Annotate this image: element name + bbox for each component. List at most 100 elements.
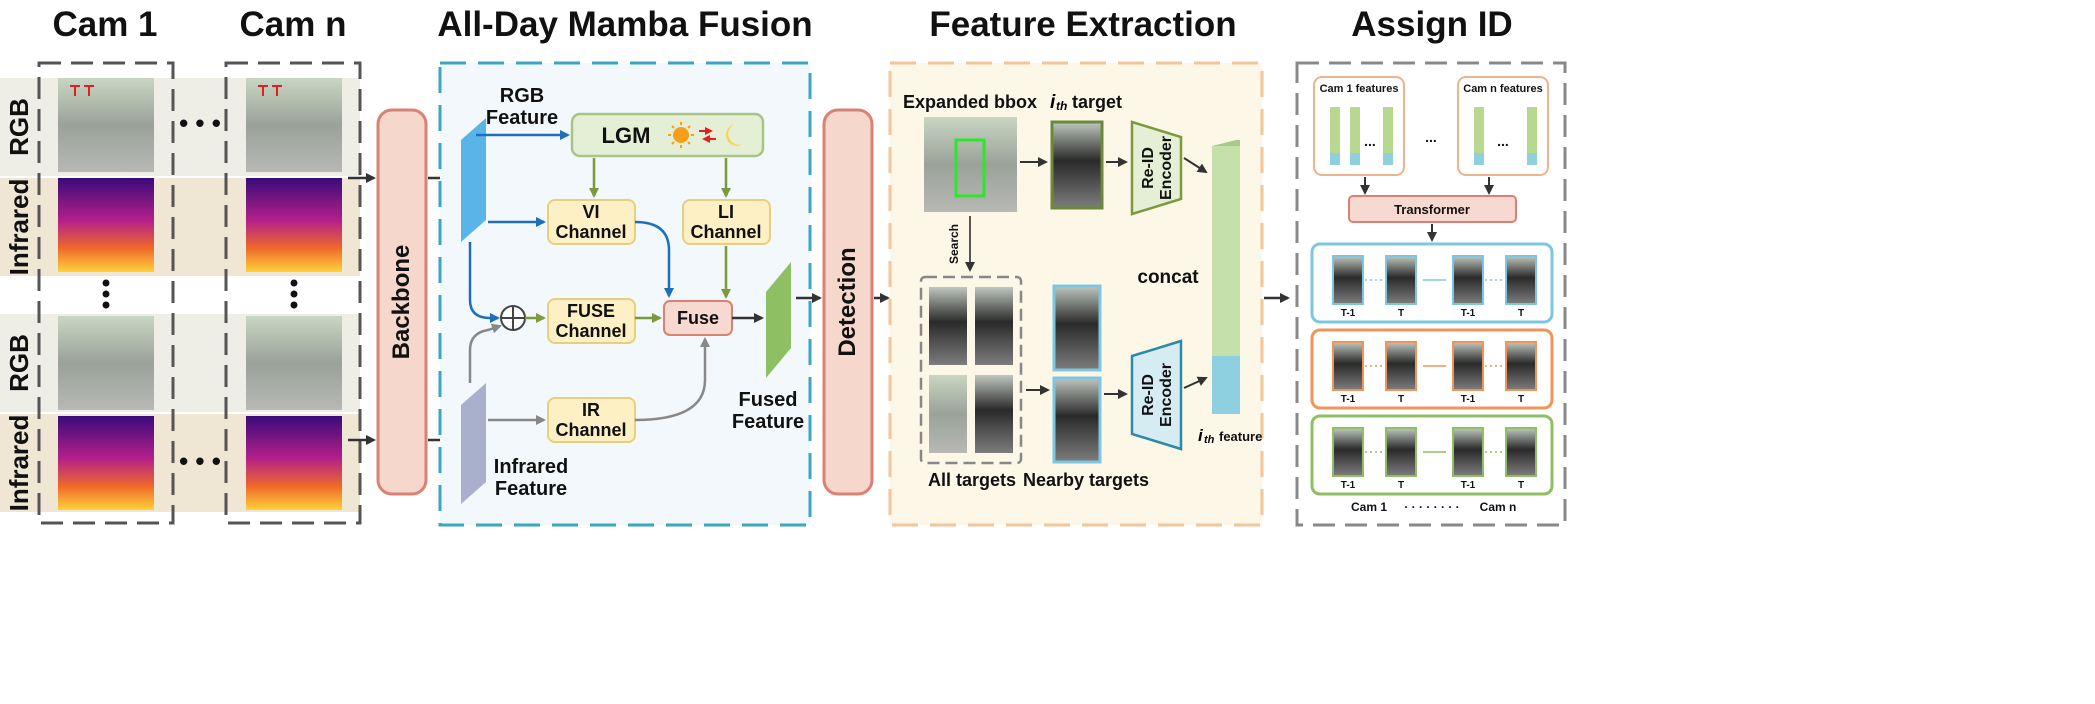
rgb-feature-map	[461, 118, 486, 242]
rgb-label-top: RGB	[4, 98, 34, 156]
detection-block	[822, 108, 874, 496]
infrared-label-bottom: Infrared	[4, 415, 34, 512]
track-green-label-2: T	[1398, 480, 1404, 491]
ith-feature-i: i	[1198, 426, 1204, 445]
track-orange-label-1: T-1	[1341, 394, 1356, 405]
arrow-ir-channel-to-fuse	[634, 337, 710, 422]
camn-bbox-marker	[258, 85, 282, 96]
ith-target-label: target	[1072, 92, 1122, 112]
moon-icon	[725, 124, 743, 146]
camn-feature-bar-2	[1527, 107, 1537, 165]
track-green-crop-1	[1332, 427, 1364, 477]
fuse-channel-label-line1: FUSE	[567, 301, 615, 321]
input-section: RGB Infrared RGB Infrared • • • • • •	[0, 61, 362, 525]
cam1-feature-bar-1	[1330, 107, 1340, 165]
nearby-target-crop-2	[1052, 376, 1102, 464]
extraction-header: Feature Extraction	[929, 5, 1236, 44]
reid-encoder-top-line1: Re-ID	[1140, 147, 1157, 189]
infrared-feature-label-line1: Infrared	[494, 456, 568, 478]
cam1-rgb-frame-image-2	[58, 316, 154, 410]
rgb-feature-label-line2: Feature	[486, 107, 558, 129]
track-green-crop-4	[1505, 427, 1537, 477]
arrow-encoder-bottom-to-concat	[1183, 376, 1208, 389]
cam1-features-label: Cam 1 features	[1320, 83, 1399, 95]
track-group-orange-frame	[1310, 328, 1554, 410]
rgb-label-bottom: RGB	[4, 334, 34, 392]
footer-dots: · · · · · · · ·	[1404, 500, 1459, 514]
lgm-block	[570, 112, 765, 158]
cam1-feature-bar-1-tip	[1330, 153, 1340, 165]
footer-camn-label: Cam n	[1480, 500, 1517, 514]
track-group-green-frame	[1310, 414, 1554, 496]
fused-feature-map	[766, 262, 791, 378]
swap-arrows-icon	[699, 127, 716, 143]
track-orange-crop-3	[1452, 341, 1484, 391]
track-group-green: T-1 T T-1 T	[1310, 414, 1554, 496]
track-orange-label-2: T	[1398, 394, 1404, 405]
reid-encoder-bottom-line2: Encoder	[1158, 363, 1175, 427]
track-blue-label-1: T-1	[1341, 308, 1356, 319]
ith-target-i: i	[1050, 92, 1056, 113]
vi-channel-label-line2: Channel	[555, 222, 626, 242]
camn-rgb-frame-image	[246, 78, 342, 172]
all-target-crop-4	[975, 375, 1013, 453]
all-target-crop-1	[929, 287, 967, 365]
vertical-dots-cam1	[102, 279, 110, 309]
track-blue-crop-2	[1385, 255, 1417, 305]
arrow-encoder-top-to-concat	[1183, 157, 1208, 174]
lgm-label: LGM	[602, 123, 651, 148]
track-group-orange: T-1 T T-1 T	[1310, 328, 1554, 410]
ith-feature-sub: th	[1204, 434, 1215, 446]
transformer-block	[1348, 195, 1517, 223]
sun-icon	[668, 122, 694, 148]
infrared-feature-map	[461, 383, 486, 504]
all-targets-label: All targets	[928, 470, 1016, 490]
li-channel-block	[682, 199, 771, 245]
track-orange-crop-1	[1332, 341, 1364, 391]
all-target-crop-3	[929, 375, 967, 453]
fuse-label: Fuse	[677, 308, 719, 328]
track-green-crop-3	[1452, 427, 1484, 477]
vertical-dots-camn	[290, 279, 298, 309]
cam1-header: Cam 1	[52, 5, 157, 44]
rgb-feature-label-line1: RGB	[500, 85, 544, 107]
nearby-targets-label: Nearby targets	[1023, 470, 1149, 490]
track-blue-crop-1	[1332, 255, 1364, 305]
track-orange-crop-4	[1505, 341, 1537, 391]
camn-header: Cam n	[240, 5, 347, 44]
ir-channel-label-line1: IR	[582, 400, 600, 420]
assign-module: Cam 1 features ... ... Cam n features ..…	[1295, 61, 1567, 527]
nearby-target-crop-1	[1052, 284, 1102, 372]
assign-header: Assign ID	[1351, 5, 1512, 44]
track-blue-label-2: T	[1398, 308, 1404, 319]
reid-encoder-bottom	[1130, 339, 1183, 451]
search-label: Search	[947, 224, 961, 264]
reid-encoder-bottom-line1: Re-ID	[1140, 374, 1157, 416]
footer-cam1-label: Cam 1	[1351, 500, 1387, 514]
arrow-vi-to-fuse	[634, 220, 674, 298]
track-orange-label-4: T	[1518, 394, 1524, 405]
transformer-label: Transformer	[1394, 202, 1470, 217]
track-blue-label-4: T	[1518, 308, 1524, 319]
track-green-label-1: T-1	[1341, 480, 1356, 491]
track-orange-label-3: T-1	[1461, 394, 1476, 405]
track-blue-crop-3	[1452, 255, 1484, 305]
cam1-features-dots: ...	[1364, 133, 1376, 149]
ith-target-crop-image	[1050, 120, 1104, 210]
cam1-feature-bar-3	[1383, 107, 1393, 165]
cam1-feature-bar-2	[1350, 107, 1360, 165]
camn-features-dots: ...	[1497, 133, 1509, 149]
camn-dashed-frame	[224, 61, 362, 525]
track-green-label-4: T	[1518, 480, 1524, 491]
expanded-bbox-label: Expanded bbox	[903, 92, 1037, 112]
target-bbox-highlight	[954, 138, 986, 198]
track-blue-crop-4	[1505, 255, 1537, 305]
cam1-feature-bar-2-tip	[1350, 153, 1360, 165]
cam1-bbox-marker	[70, 85, 94, 96]
detection-label: Detection	[834, 247, 861, 356]
all-targets-frame	[919, 275, 1023, 465]
horizontal-dots-top: • • •	[179, 108, 221, 138]
camn-features-label: Cam n features	[1463, 83, 1542, 95]
track-group-blue: T-1 T T-1 T	[1310, 242, 1554, 324]
